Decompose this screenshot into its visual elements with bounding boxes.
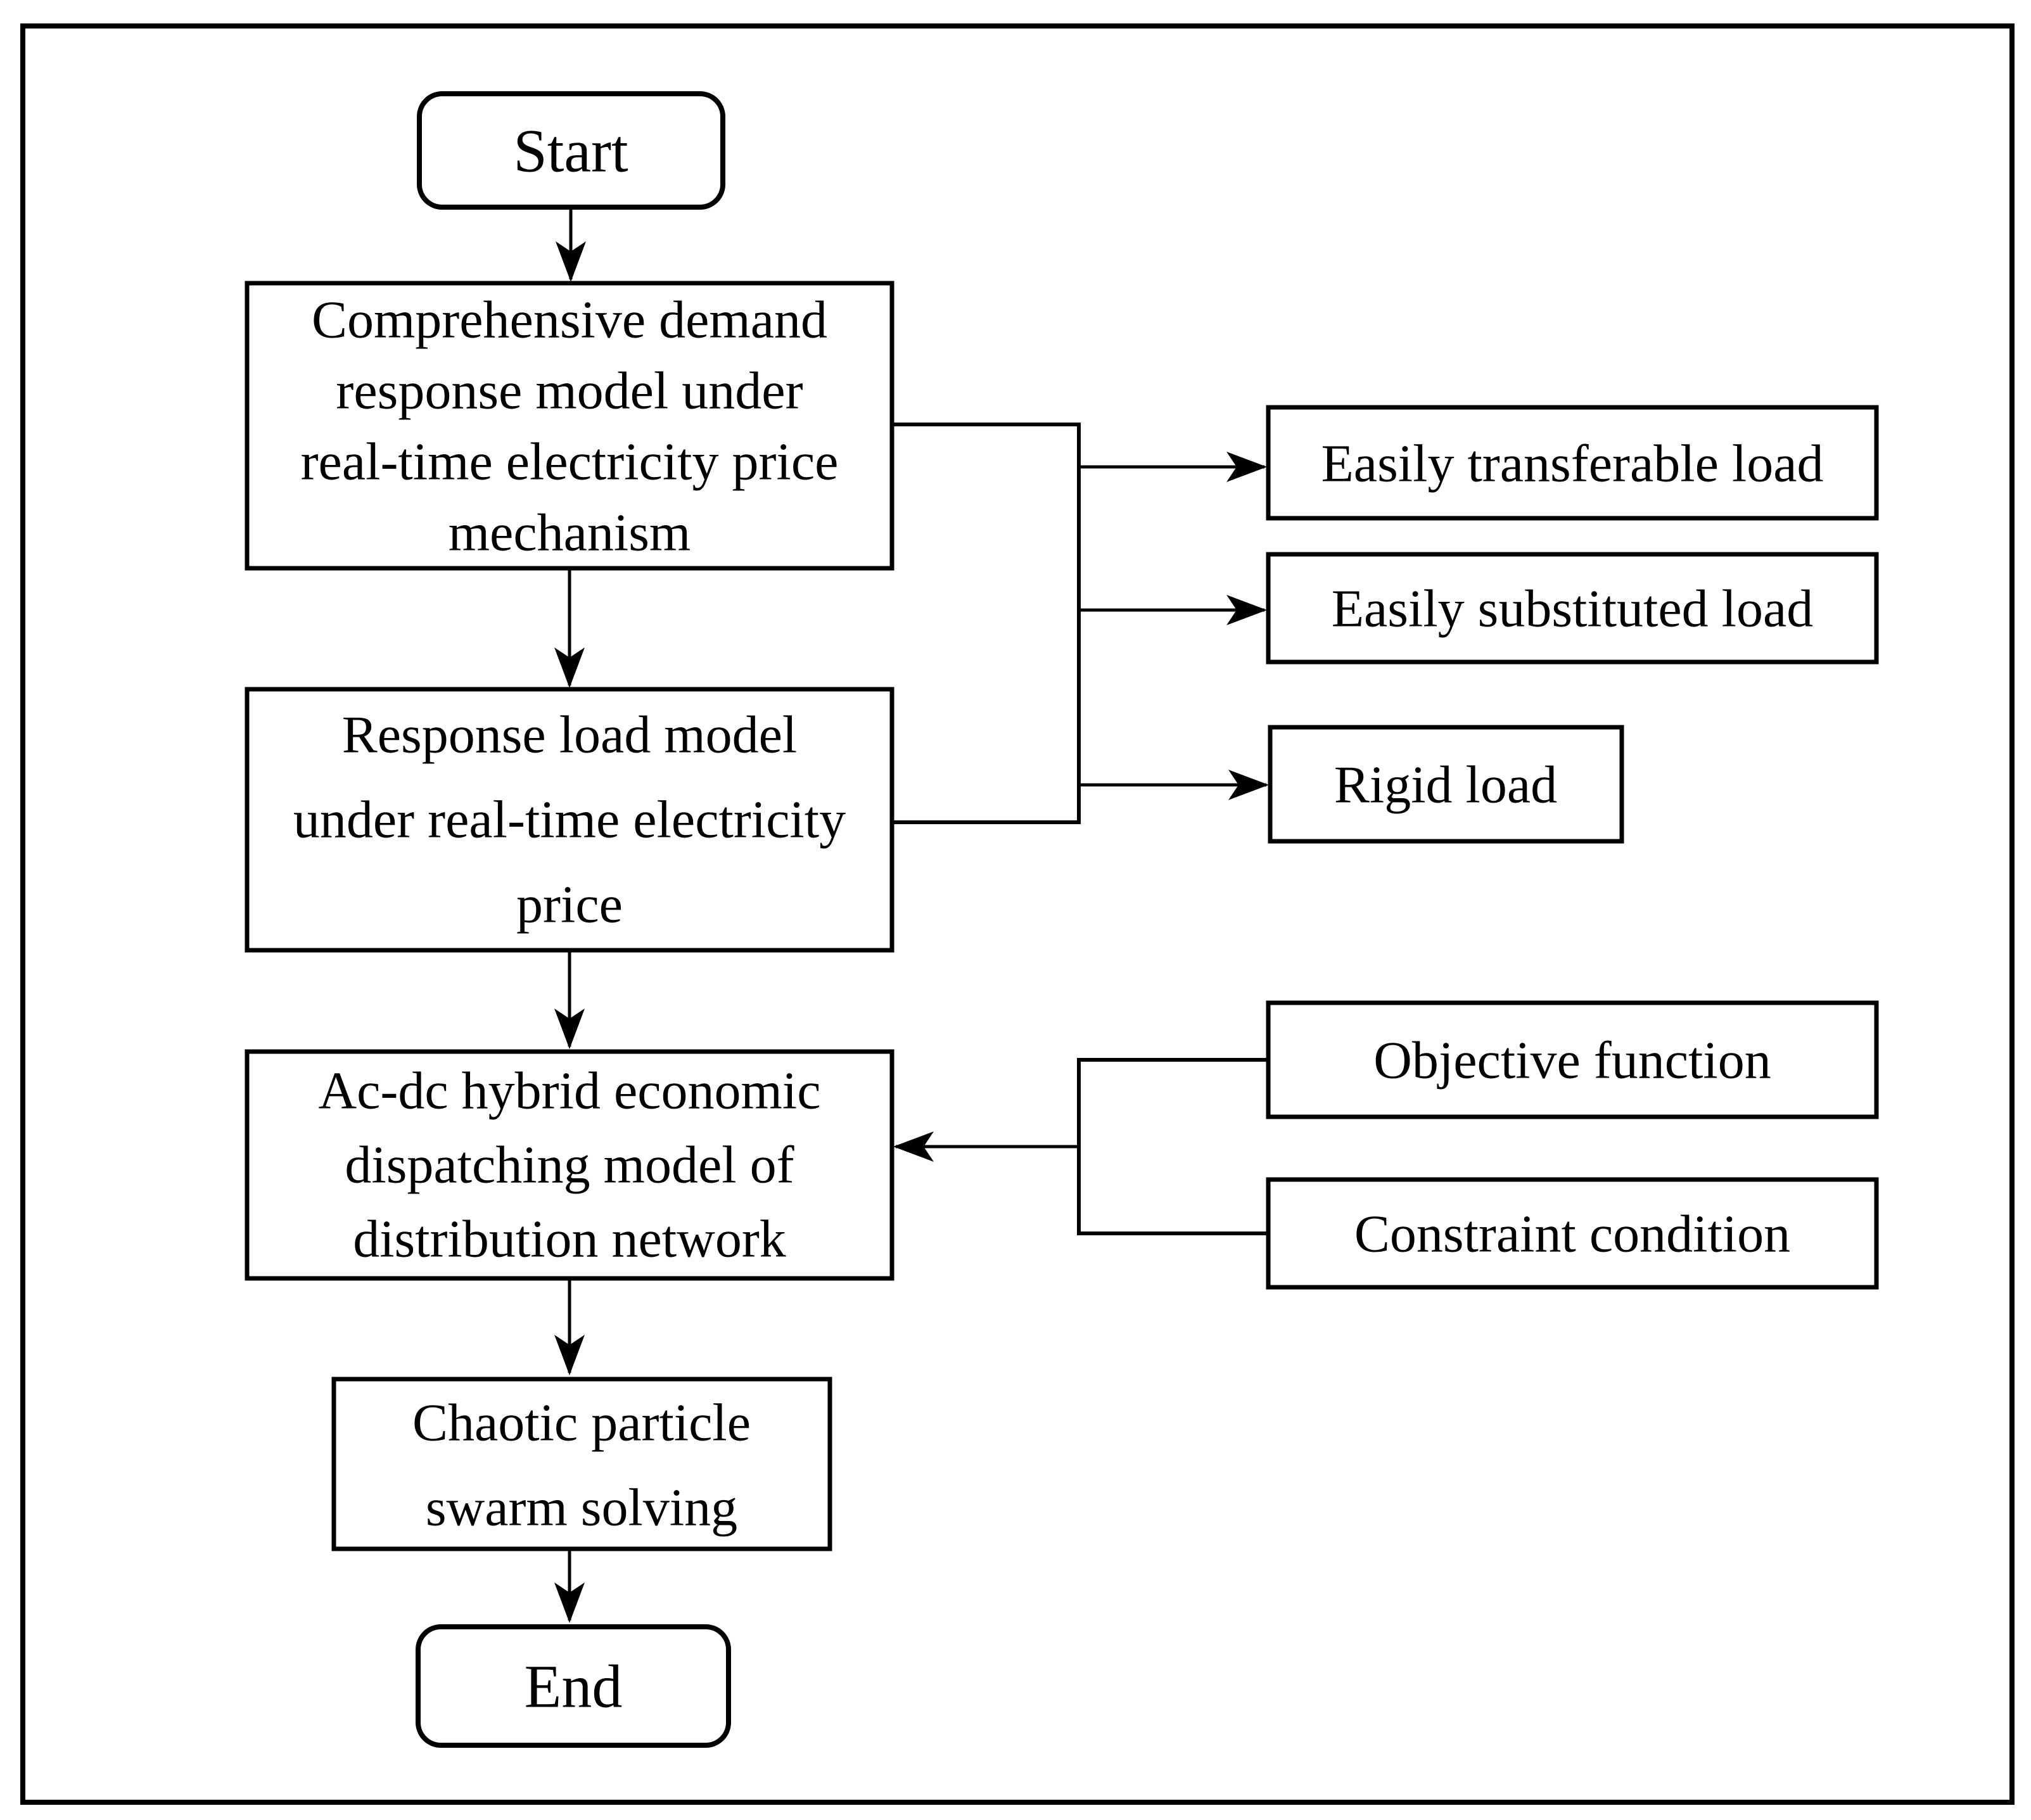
response-load-node-label-line2: under real-time electricity (293, 791, 846, 850)
rigid-node: Rigid load (1268, 725, 1624, 844)
start-node-label: Start (513, 117, 628, 185)
chaotic-node-label-line1: Chaotic particle (412, 1394, 751, 1453)
constraint-node: Constraint condition (1266, 1177, 1879, 1290)
rigid-node-box (1268, 725, 1624, 844)
chaotic-node: Chaotic particle swarm solving (331, 1377, 832, 1551)
acdc-node-label-line1: Ac-dc hybrid economic (318, 1062, 820, 1121)
rigid-node-label: Rigid load (1334, 756, 1557, 815)
response-load-node: Response load model under real-time elec… (245, 687, 895, 953)
end-node-box (416, 1624, 731, 1748)
acdc-node-label-line3: distribution network (353, 1210, 786, 1269)
end-node: End (416, 1624, 731, 1748)
chaotic-node-box (331, 1377, 832, 1551)
substituted-node-box (1266, 552, 1879, 665)
response-load-node-label-line3: price (516, 875, 623, 934)
response-load-node-box (245, 687, 895, 953)
comprehensive-node-label-line1: Comprehensive demand (312, 291, 827, 350)
comprehensive-node-label-line2: response model under (336, 362, 803, 421)
figure-border (20, 23, 2015, 1805)
objective-node-box (1266, 1000, 1879, 1119)
start-node-box (417, 91, 725, 210)
acdc-node-label-line2: dispatching model of (345, 1136, 794, 1195)
comprehensive-node: Comprehensive demand response model unde… (245, 281, 895, 571)
transferable-node-label: Easily transferable load (1321, 435, 1824, 493)
end-node-label: End (525, 1653, 623, 1721)
comprehensive-node-box (245, 281, 895, 571)
objective-node: Objective function (1266, 1000, 1879, 1119)
constraint-node-box (1266, 1177, 1879, 1290)
transferable-node: Easily transferable load (1266, 405, 1879, 521)
transferable-node-box (1266, 405, 1879, 521)
substituted-node-label: Easily substituted load (1332, 580, 1814, 639)
constraint-node-label: Constraint condition (1354, 1205, 1790, 1264)
substituted-node: Easily substituted load (1266, 552, 1879, 665)
acdc-node: Ac-dc hybrid economic dispatching model … (245, 1049, 895, 1281)
chaotic-node-label-line2: swarm solving (426, 1479, 737, 1537)
response-load-node-label-line1: Response load model (342, 706, 798, 765)
objective-node-label: Objective function (1373, 1031, 1771, 1090)
start-node: Start (417, 91, 725, 210)
acdc-node-box (245, 1049, 895, 1281)
comprehensive-node-label-line4: mechanism (449, 504, 691, 563)
comprehensive-node-label-line3: real-time electricity price (301, 433, 839, 492)
